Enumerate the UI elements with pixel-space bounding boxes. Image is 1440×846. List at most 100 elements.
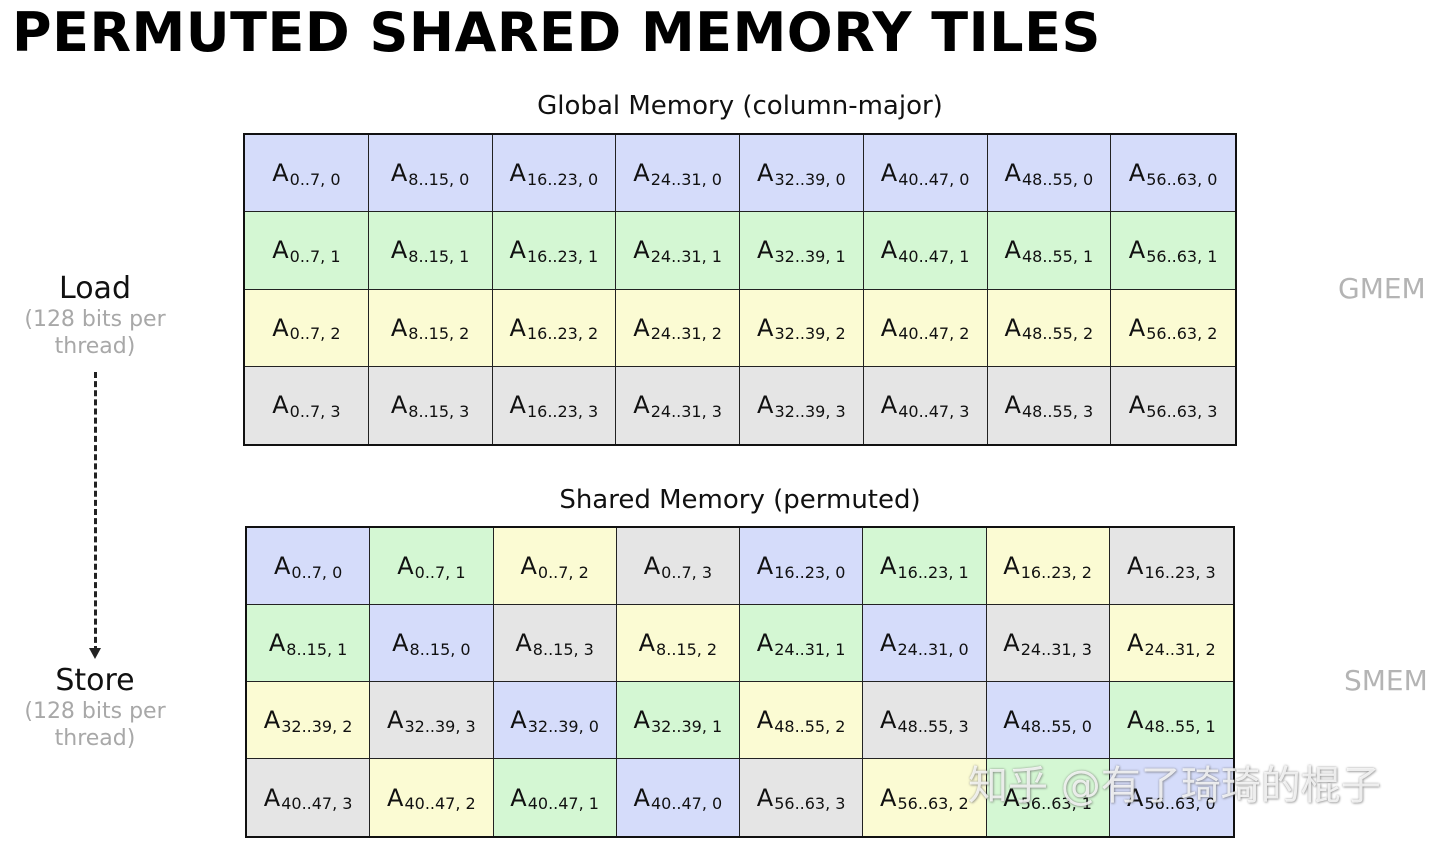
cell-subscript: 16..23, 1 (526, 246, 599, 266)
cell-letter: A (272, 391, 289, 420)
cell-subscript: 8..15, 3 (408, 401, 470, 421)
cell-subscript: 24..31, 2 (1144, 639, 1216, 659)
cell-letter: A (1128, 391, 1146, 420)
cell-letter: A (880, 236, 898, 265)
smem-caption: Shared Memory (permuted) (559, 485, 921, 515)
cell-subscript: 24..31, 3 (650, 401, 722, 421)
cell-letter: A (397, 552, 414, 580)
cell-letter: A (1128, 159, 1146, 188)
cell-subscript: 32..39, 2 (774, 324, 846, 344)
cell-subscript: 32..39, 3 (774, 401, 846, 421)
cell-letter: A (1128, 236, 1146, 265)
cell-letter: A (633, 159, 650, 188)
cell-subscript: 32..39, 0 (774, 169, 846, 189)
cell-subscript: 32..39, 0 (527, 716, 599, 736)
cell-letter: A (510, 783, 527, 812)
cell-subscript: 0..7, 1 (289, 246, 341, 266)
cell-subscript: 24..31, 2 (650, 324, 722, 344)
cell-letter: A (1004, 313, 1021, 342)
cell-subscript: 32..39, 1 (774, 246, 846, 266)
cell-subscript: 56..63, 0 (1146, 169, 1218, 189)
cell-subscript: 40..47, 1 (898, 246, 970, 266)
cell-letter: A (633, 391, 650, 420)
cell-letter: A (1004, 159, 1021, 188)
cell-letter: A (880, 159, 898, 188)
cell-subscript: 48..55, 3 (1021, 401, 1094, 421)
cell-letter: A (268, 629, 286, 657)
cell-letter: A (520, 552, 537, 580)
cell-letter: A (509, 236, 526, 265)
cell-subscript: 56..63, 0 (1144, 794, 1216, 813)
cell-subscript: 16..23, 1 (897, 562, 969, 582)
cell-letter: A (1127, 783, 1144, 812)
cell-subscript: 56..63, 3 (1146, 401, 1218, 421)
cell-letter: A (757, 391, 774, 420)
cell-subscript: 40..47, 0 (898, 169, 970, 189)
cell-subscript: 56..63, 2 (897, 794, 969, 813)
cell-letter: A (643, 552, 661, 580)
arrow-down-icon (89, 648, 101, 659)
cell-letter: A (390, 391, 408, 420)
cell-letter: A (633, 313, 650, 342)
cell-letter: A (757, 313, 774, 342)
gmem-caption: Global Memory (column-major) (537, 91, 943, 121)
cell-subscript: 24..31, 1 (774, 639, 846, 659)
cell-subscript: 0..7, 2 (537, 562, 589, 582)
cell-letter: A (1003, 783, 1020, 812)
cell-subscript: 48..55, 0 (1021, 169, 1094, 189)
cell-letter: A (880, 313, 898, 342)
cell-subscript: 24..31, 1 (650, 246, 722, 266)
cell-letter: A (638, 629, 656, 657)
cell-letter: A (273, 552, 291, 580)
cell-letter: A (1127, 629, 1144, 657)
load-label: Load (59, 271, 131, 306)
cell-letter: A (633, 706, 650, 734)
cell-subscript: 8..15, 1 (408, 246, 470, 266)
cell-subscript: 16..23, 0 (526, 169, 599, 189)
cell-subscript: 24..31, 0 (897, 639, 969, 659)
cell-subscript: 40..47, 2 (898, 324, 970, 344)
cell-letter: A (515, 629, 532, 657)
cell-letter: A (263, 783, 281, 812)
page-title: PERMUTED SHARED MEMORY TILES (12, 1, 1101, 64)
cell-letter: A (1003, 552, 1020, 580)
cell-subscript: 16..23, 2 (1020, 562, 1092, 582)
cell-subscript: 0..7, 3 (289, 401, 341, 421)
cell-subscript: 24..31, 0 (650, 169, 722, 189)
cell-letter: A (510, 706, 527, 734)
cell-letter: A (757, 159, 774, 188)
cell-subscript: 16..23, 2 (526, 324, 599, 344)
cell-subscript: 8..15, 2 (408, 324, 470, 344)
